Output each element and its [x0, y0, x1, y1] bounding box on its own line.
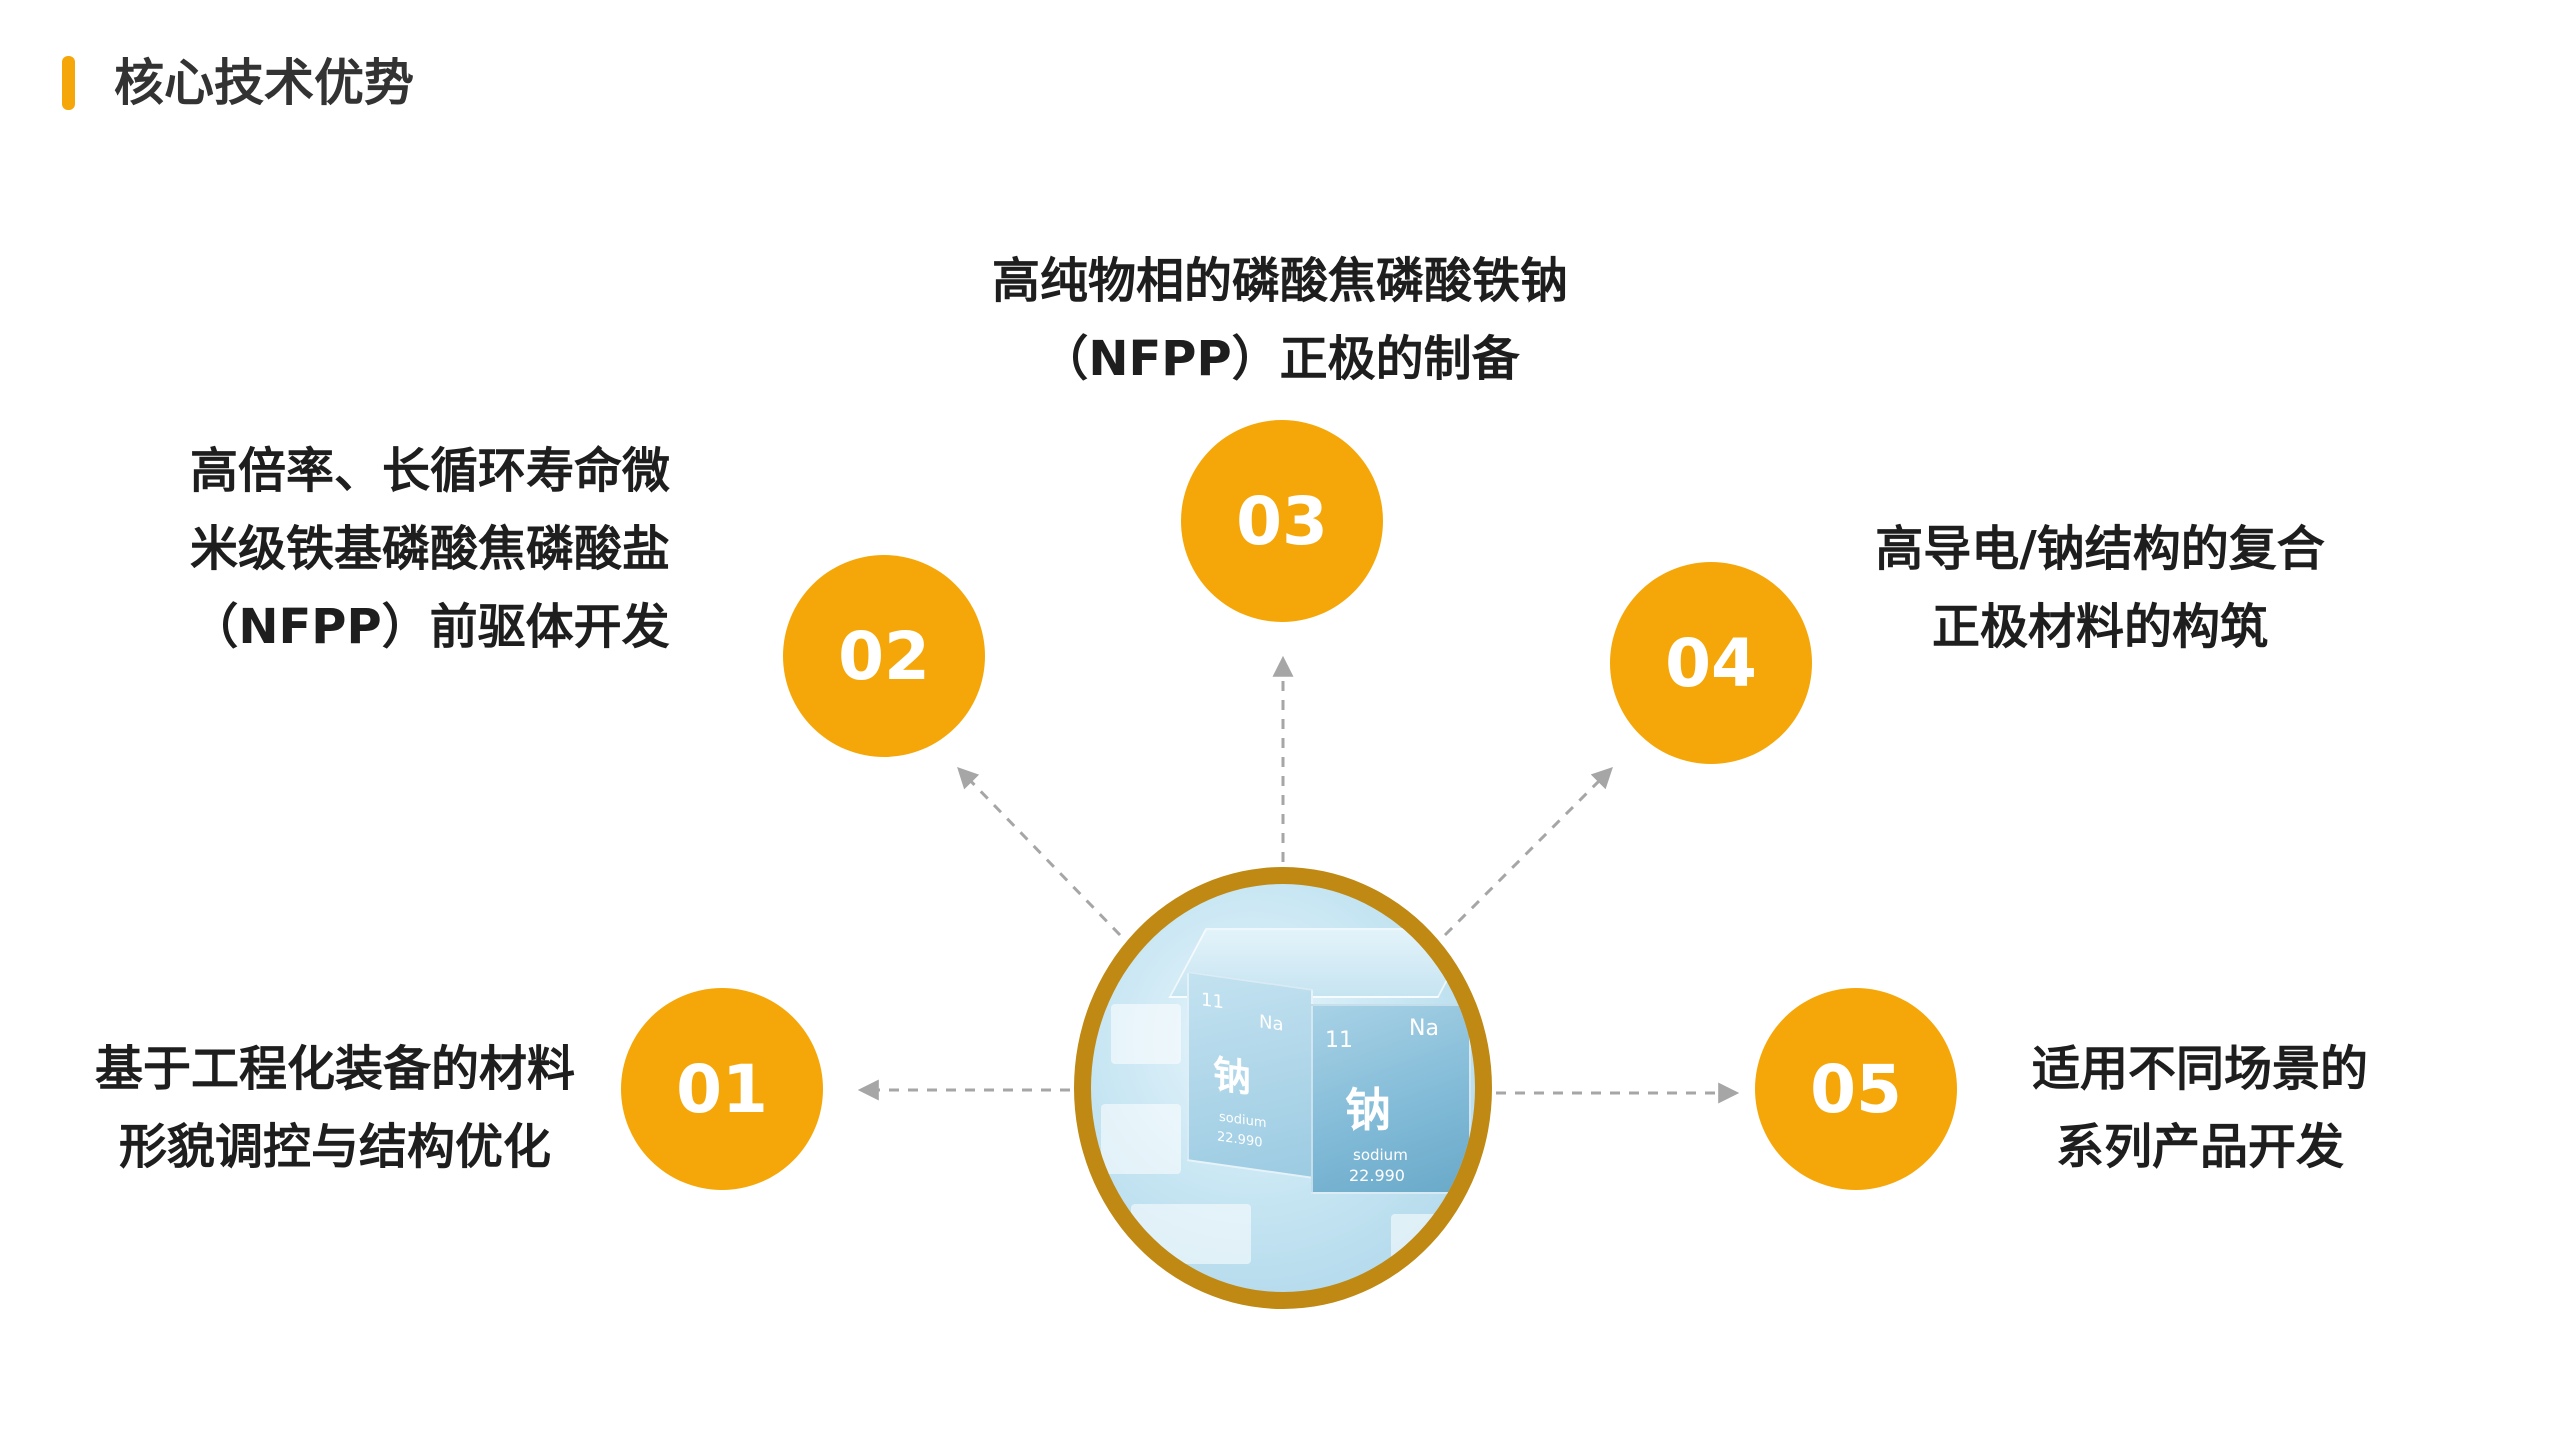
- arrow-to-04: [1443, 767, 1613, 937]
- label-01-line-1: 基于工程化装备的材料: [94, 1041, 575, 1097]
- label-02-line-3: （NFPP）前驱体开发: [190, 599, 670, 655]
- front-element-name: sodium: [1353, 1146, 1408, 1164]
- label-04: 高导电/钠结构的复合 正极材料的构筑: [1820, 510, 2380, 666]
- background-tile: [1111, 1004, 1181, 1064]
- label-05-line-1: 适用不同场景的: [2031, 1041, 2368, 1097]
- cube-side-face: 11 Na 钠 sodium 22.990: [1187, 971, 1313, 1179]
- cube-front-face: 11 Na 钠 sodium 22.990: [1311, 1004, 1471, 1194]
- side-element-character: 钠: [1213, 1051, 1252, 1102]
- label-01-line-2: 形貌调控与结构优化: [118, 1119, 551, 1175]
- label-02-line-2: 米级铁基磷酸焦磷酸盐: [189, 521, 670, 577]
- background-tile: [1131, 1204, 1251, 1264]
- node-03: 03: [1181, 420, 1383, 622]
- front-atomic-number: 11: [1325, 1028, 1353, 1053]
- label-05-line-2: 系列产品开发: [2055, 1119, 2344, 1175]
- label-03-line-1: 高纯物相的磷酸焦磷酸铁钠: [991, 253, 1568, 309]
- side-element-symbol: Na: [1259, 1011, 1284, 1036]
- side-atomic-mass: 22.990: [1217, 1129, 1263, 1151]
- label-02: 高倍率、长循环寿命微 米级铁基磷酸焦磷酸盐 （NFPP）前驱体开发: [150, 432, 710, 666]
- background-tile: [1101, 1104, 1181, 1174]
- label-03-line-2: （NFPP）正极的制备: [1040, 331, 1520, 387]
- node-02: 02: [783, 555, 985, 757]
- label-04-line-1: 高导电/钠结构的复合: [1875, 521, 2325, 577]
- side-atomic-number: 11: [1201, 989, 1224, 1014]
- node-04: 04: [1610, 562, 1812, 764]
- title-accent-bar: [62, 56, 75, 110]
- label-03: 高纯物相的磷酸焦磷酸铁钠 （NFPP）正极的制备: [940, 242, 1620, 398]
- label-01: 基于工程化装备的材料 形貌调控与结构优化: [55, 1030, 615, 1186]
- page-title: 核心技术优势: [114, 54, 414, 112]
- side-element-name: sodium: [1219, 1109, 1267, 1132]
- front-element-symbol: Na: [1409, 1016, 1439, 1041]
- background-tile: [1391, 1214, 1475, 1274]
- node-01: 01: [621, 988, 823, 1190]
- label-02-line-1: 高倍率、长循环寿命微: [189, 443, 670, 499]
- node-05: 05: [1755, 988, 1957, 1190]
- label-05: 适用不同场景的 系列产品开发: [1980, 1030, 2420, 1186]
- sodium-element-image: 11 Na 钠 sodium 22.990 11 Na 钠 sodium 22.…: [1074, 867, 1492, 1309]
- label-04-line-2: 正极材料的构筑: [1931, 599, 2268, 655]
- front-atomic-mass: 22.990: [1349, 1166, 1405, 1185]
- front-element-character: 钠: [1345, 1083, 1391, 1137]
- arrow-to-02: [957, 766, 1122, 937]
